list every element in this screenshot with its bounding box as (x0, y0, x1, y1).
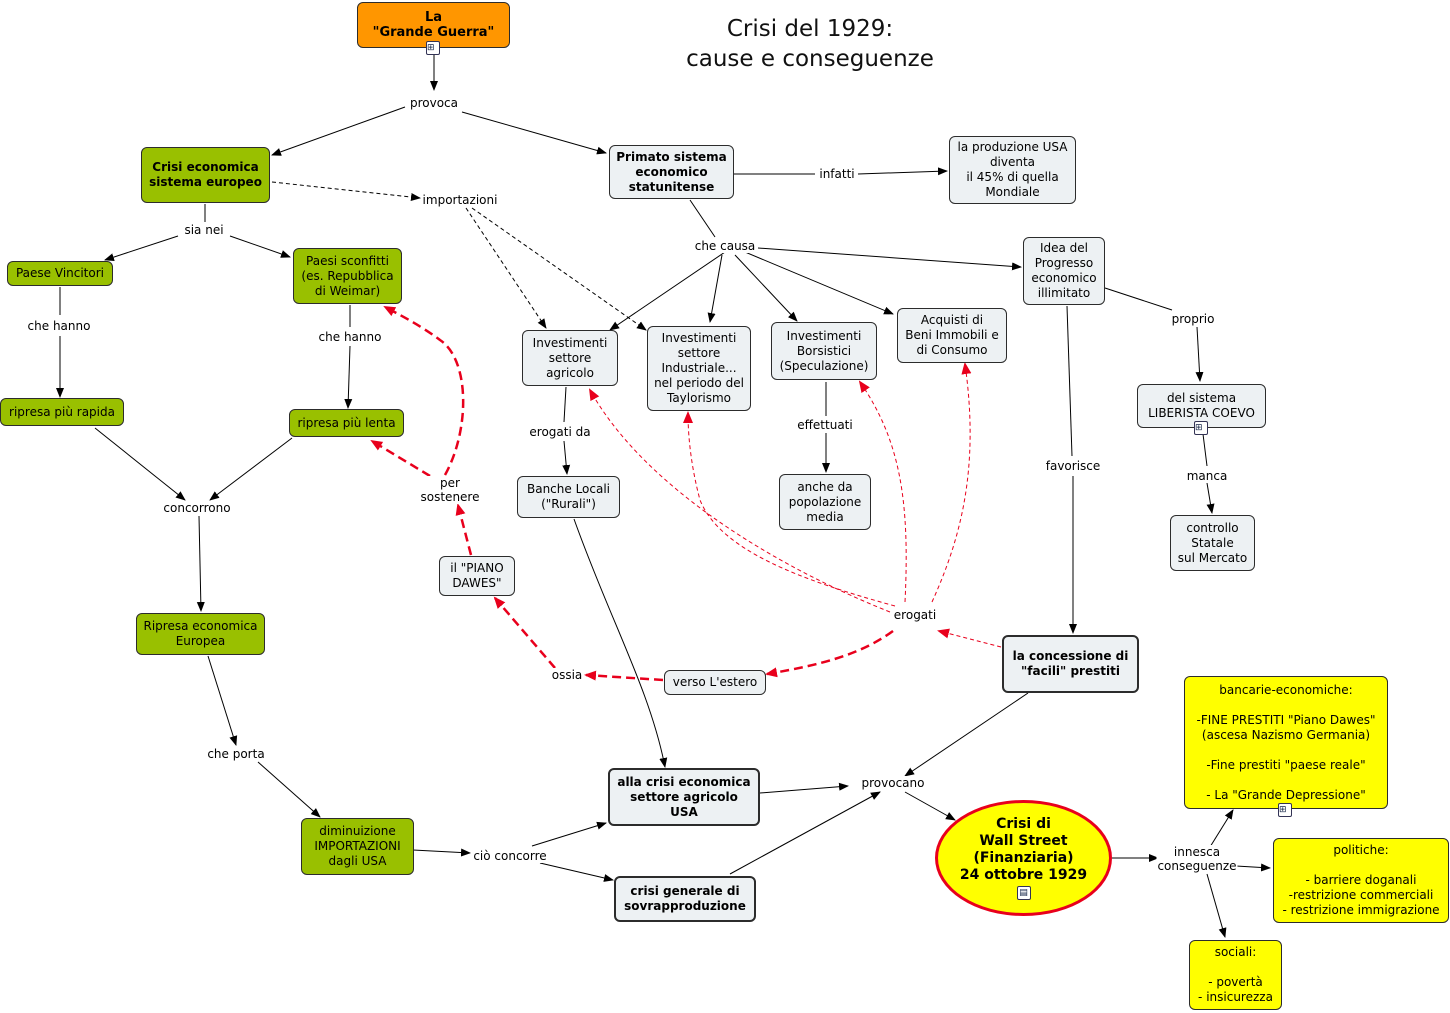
submap-icon[interactable]: ⊞ (1194, 421, 1208, 435)
link-label-manca: manca (1185, 469, 1229, 483)
node-conseguenze-politiche-text: politiche: - barriere doganali -restrizi… (1282, 843, 1440, 917)
node-acquisti-beni[interactable]: Acquisti di Beni Immobili e di Consumo (897, 308, 1007, 363)
node-paese-vincitori[interactable]: Paese Vincitori (7, 261, 113, 286)
node-sistema-liberista-text: del sistema LIBERISTA COEVO (1148, 391, 1255, 420)
link-label-infatti: infatti (818, 167, 856, 181)
node-paesi-sconfitti-text: Paesi sconfitti (es. Repubblica di Weima… (301, 253, 394, 298)
node-paese-vincitori-text: Paese Vincitori (15, 266, 104, 280)
link-label-erogati: erogati (892, 608, 938, 622)
node-produzione-usa[interactable]: la produzione USA diventa il 45% di quel… (949, 136, 1076, 204)
link-label-cio-concorre: ciò concorre (472, 849, 548, 863)
node-diminuzione-importazioni[interactable]: diminuizione IMPORTAZIONI dagli USA (301, 818, 414, 875)
node-banche-locali-text: Banche Locali ("Rurali") (526, 482, 611, 511)
node-primato-usa-text: Primato sistema economico statunitense (616, 149, 727, 194)
link-label-ossia: ossia (550, 668, 584, 682)
node-piano-dawes-text: il "PIANO DAWES" (450, 561, 504, 590)
node-ripresa-lenta[interactable]: ripresa più lenta (289, 409, 404, 437)
node-produzione-usa-text: la produzione USA diventa il 45% di quel… (957, 140, 1068, 199)
submap-icon[interactable]: ⊞ (1278, 803, 1292, 817)
node-grande-guerra[interactable]: La "Grande Guerra" (357, 2, 510, 48)
node-investimenti-industriale[interactable]: Investimenti settore Industriale... nel … (647, 326, 751, 411)
link-label-che-porta: che porta (206, 747, 266, 761)
node-crisi-wall-street-text: Crisi di Wall Street (Finanziaria) 24 ot… (959, 816, 1088, 883)
node-verso-estero[interactable]: verso L'estero (664, 670, 766, 695)
node-concessione-prestiti[interactable]: la concessione di "facili" prestiti (1002, 635, 1139, 693)
node-idea-progresso-text: Idea del Progresso economico illimitato (1031, 241, 1097, 300)
link-label-sia-nei: sia nei (183, 223, 225, 237)
node-conseguenze-bancarie-text: bancarie-economiche: -FINE PRESTITI "Pia… (1196, 682, 1376, 802)
node-diminuzione-importazioni-text: diminuizione IMPORTAZIONI dagli USA (314, 824, 401, 868)
node-ripresa-rapida[interactable]: ripresa più rapida (0, 398, 124, 426)
node-conseguenze-politiche[interactable]: politiche: - barriere doganali -restrizi… (1273, 838, 1449, 923)
link-label-per-sostenere: per sostenere (419, 476, 481, 504)
node-crisi-sovrapproduzione-text: crisi generale di sovrapproduzione (624, 884, 746, 913)
node-popolazione-media[interactable]: anche da popolazione media (779, 474, 871, 530)
node-idea-progresso[interactable]: Idea del Progresso economico illimitato (1023, 237, 1105, 305)
node-sistema-liberista[interactable]: del sistema LIBERISTA COEVO (1137, 384, 1266, 428)
node-crisi-sistema-europeo[interactable]: Crisi economica sistema europeo (141, 147, 270, 203)
link-label-concorrono: concorrono (162, 501, 232, 515)
node-piano-dawes[interactable]: il "PIANO DAWES" (439, 556, 515, 596)
node-investimenti-agricolo-text: Investimenti settore agricolo (532, 335, 608, 380)
node-verso-estero-text: verso L'estero (672, 675, 758, 689)
link-label-che-hanno-sconfitti: che hanno (317, 330, 383, 344)
node-ripresa-lenta-text: ripresa più lenta (297, 415, 396, 430)
node-primato-usa[interactable]: Primato sistema economico statunitense (609, 145, 734, 199)
document-icon[interactable]: ▤ (1016, 886, 1031, 900)
node-ripresa-europea[interactable]: Ripresa economica Europea (136, 613, 265, 655)
node-crisi-sovrapproduzione[interactable]: crisi generale di sovrapproduzione (614, 876, 756, 922)
link-label-importazioni: importazioni (421, 193, 499, 207)
node-crisi-settore-agricolo-text: alla crisi economica settore agricolo US… (617, 774, 751, 819)
node-acquisti-beni-text: Acquisti di Beni Immobili e di Consumo (905, 313, 999, 357)
link-label-proprio: proprio (1170, 312, 1216, 326)
node-banche-locali[interactable]: Banche Locali ("Rurali") (517, 476, 620, 518)
node-grande-guerra-text: La "Grande Guerra" (372, 10, 495, 40)
link-label-che-hanno-vincitori: che hanno (26, 319, 92, 333)
node-conseguenze-sociali-text: sociali: - povertà - insicurezza (1198, 945, 1273, 1004)
node-investimenti-industriale-text: Investimenti settore Industriale... nel … (654, 331, 744, 405)
link-label-erogati-da: erogati da (528, 425, 592, 439)
node-ripresa-europea-text: Ripresa economica Europea (143, 619, 258, 648)
node-crisi-wall-street[interactable]: Crisi di Wall Street (Finanziaria) 24 ot… (935, 800, 1112, 916)
node-crisi-sistema-europeo-text: Crisi economica sistema europeo (149, 160, 262, 189)
node-popolazione-media-text: anche da popolazione media (788, 479, 862, 524)
link-label-effettuati: effettuati (796, 418, 854, 432)
node-investimenti-borsistici[interactable]: Investimenti Borsistici (Speculazione) (771, 322, 877, 380)
node-investimenti-borsistici-text: Investimenti Borsistici (Speculazione) (779, 328, 869, 373)
node-conseguenze-bancarie[interactable]: bancarie-economiche: -FINE PRESTITI "Pia… (1184, 676, 1388, 809)
node-investimenti-agricolo[interactable]: Investimenti settore agricolo (522, 330, 618, 386)
link-label-innesca-conseguenze: innesca conseguenze (1156, 845, 1238, 873)
node-crisi-settore-agricolo[interactable]: alla crisi economica settore agricolo US… (608, 768, 760, 826)
node-conseguenze-sociali[interactable]: sociali: - povertà - insicurezza (1189, 940, 1282, 1010)
node-controllo-statale-text: controllo Statale sul Mercato (1177, 520, 1248, 565)
link-label-favorisce: favorisce (1044, 459, 1102, 473)
node-controllo-statale[interactable]: controllo Statale sul Mercato (1170, 515, 1255, 571)
node-paesi-sconfitti[interactable]: Paesi sconfitti (es. Repubblica di Weima… (293, 248, 402, 304)
node-ripresa-rapida-text: ripresa più rapida (9, 404, 115, 419)
link-label-provoca: provoca (408, 96, 460, 110)
link-label-che-causa: che causa (693, 239, 757, 253)
map-title: Crisi del 1929: cause e conseguenze (686, 16, 934, 72)
submap-icon[interactable]: ⊞ (426, 41, 440, 55)
node-concessione-prestiti-text: la concessione di "facili" prestiti (1012, 649, 1129, 678)
link-label-provocano: provocano (860, 776, 926, 790)
